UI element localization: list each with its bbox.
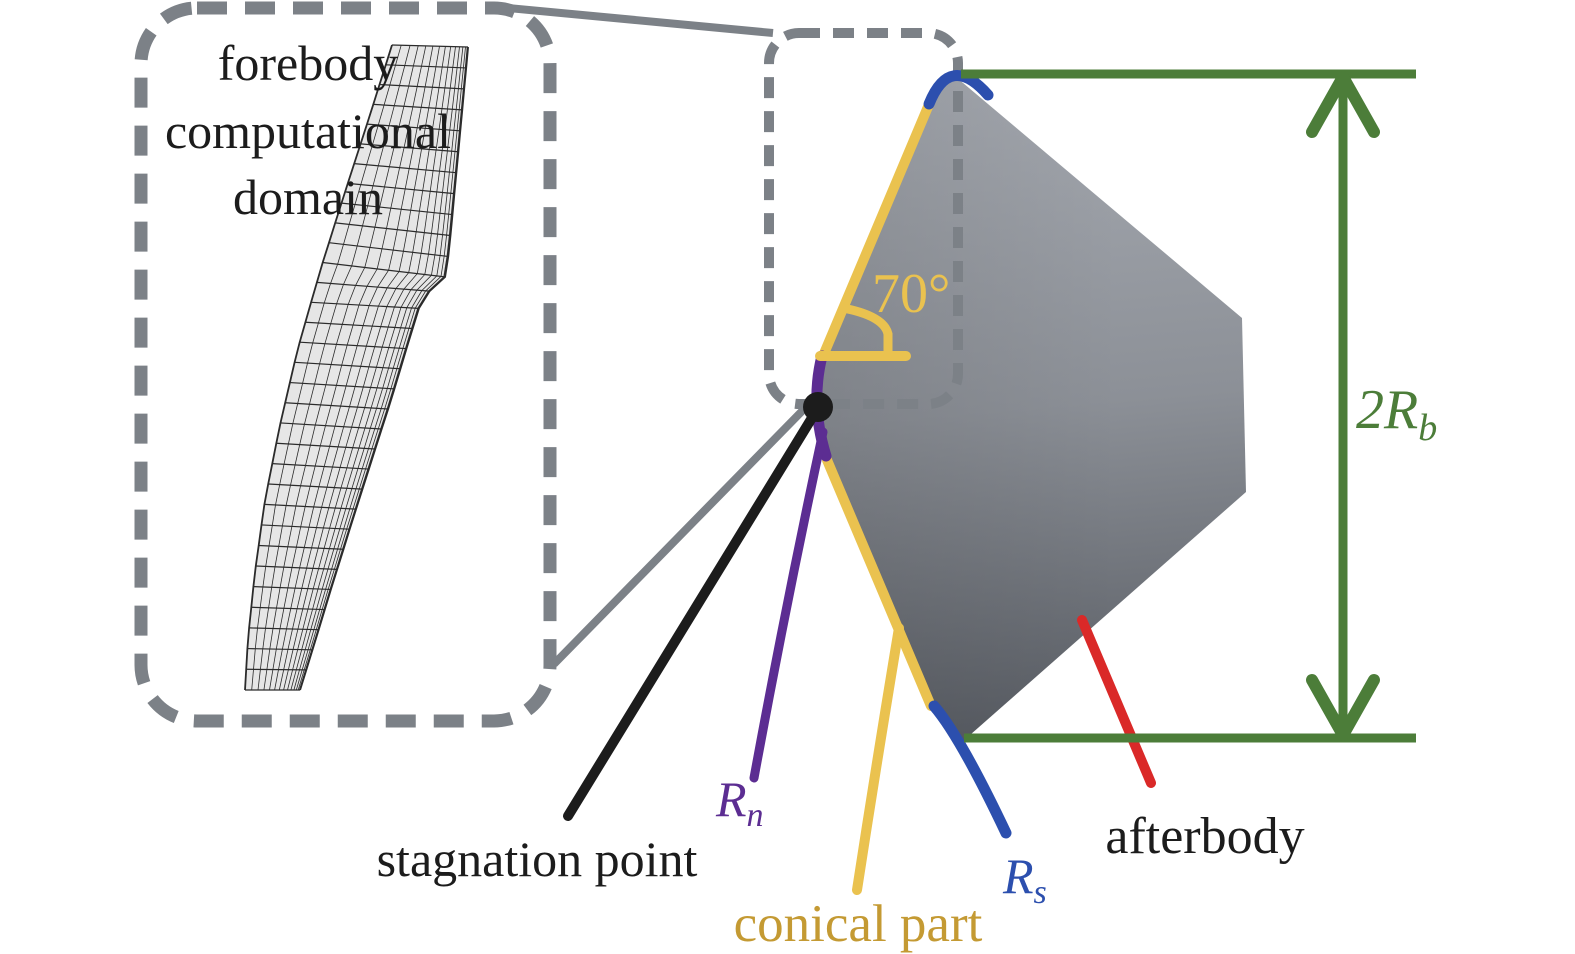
- inset-caption-line1: forebody: [218, 35, 399, 91]
- stagnation-dot: [803, 392, 833, 422]
- mesh-line: [263, 45, 419, 691]
- mesh-line: [244, 44, 393, 691]
- inset-connector-top: [486, 2, 774, 37]
- angle-arc: [838, 303, 893, 360]
- mesh-line: [274, 46, 434, 691]
- angle-label: 70°: [872, 263, 950, 325]
- afterbody-leader: [1077, 615, 1156, 788]
- mesh-line: [293, 46, 460, 691]
- conical-part-leader: [852, 623, 904, 895]
- mesh-line: [297, 46, 466, 691]
- inset-caption-line3: domain: [233, 169, 383, 225]
- mesh-line: [287, 46, 452, 691]
- diameter-dimension: [961, 69, 1416, 743]
- stagnation-label: stagnation point: [377, 831, 698, 887]
- forebody-mesh: [244, 44, 469, 691]
- shoulder-arc-bottom-and-rs-leader: [928, 700, 1012, 839]
- mesh-line: [257, 45, 411, 691]
- stagnation-leader: [563, 403, 823, 821]
- rn-leader: [749, 427, 828, 783]
- conical-edge-lower: [822, 455, 936, 711]
- inset-caption-line2: computational: [165, 103, 451, 159]
- diameter-arrowhead-top: [1306, 71, 1380, 138]
- afterbody-label: afterbody: [1105, 808, 1304, 865]
- shoulder-arc-top: [923, 70, 994, 110]
- mesh-line: [391, 44, 469, 48]
- conical-part-label: conical part: [734, 895, 983, 953]
- mesh-line: [290, 46, 456, 691]
- mesh-line: [245, 45, 468, 690]
- inset-connector-bottom: [551, 401, 812, 667]
- diameter-arrowhead-bottom: [1306, 674, 1380, 741]
- mesh-line: [295, 46, 464, 691]
- mesh-line: [278, 46, 440, 691]
- conical-edge-upper: [818, 97, 935, 361]
- mesh-line: [283, 46, 446, 691]
- diameter-label: 2Rb: [1356, 379, 1437, 449]
- rn-label: Rn: [715, 771, 764, 834]
- mesh-line: [246, 668, 307, 671]
- inset-source-box: [764, 28, 963, 409]
- rs-label: Rs: [1002, 848, 1047, 911]
- mesh-line: [251, 45, 402, 691]
- inset-domain-box: [134, 1, 557, 728]
- mesh-line: [299, 46, 469, 691]
- mesh-line: [269, 45, 427, 691]
- capsule-forebody-shading: [815, 72, 1246, 742]
